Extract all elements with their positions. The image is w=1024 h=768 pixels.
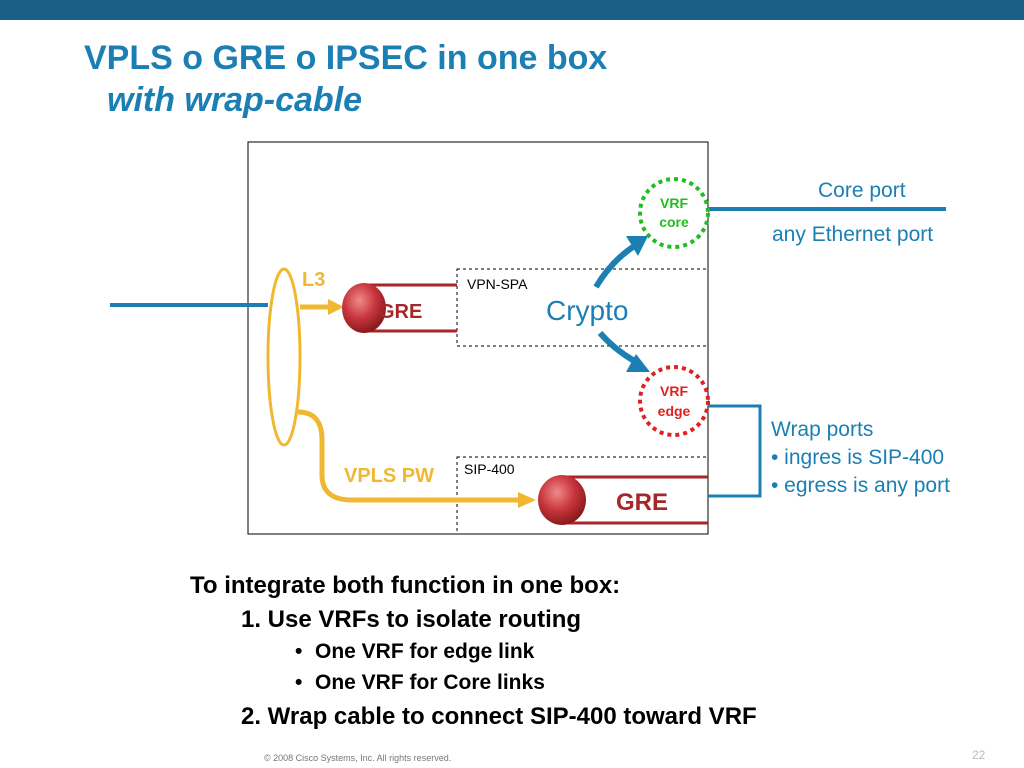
notes-bullet-1: • One VRF for edge link [295,640,534,664]
header-bar [0,0,1024,20]
any-ethernet-label: any Ethernet port [772,223,933,246]
wrap-cable [708,404,762,498]
page-number: 22 [972,748,986,762]
crypto-to-edge-arrow [597,331,638,365]
crypto-to-core-arrowhead [626,236,648,256]
gre-top-cap [342,283,386,333]
crypto-to-core-arrow [593,242,638,289]
bullet-dot: • [295,671,303,694]
vrf-edge-label-1: VRF [660,383,688,399]
notes-bullet-1-text: One VRF for edge link [315,640,535,663]
wrap-ports-title: Wrap ports [771,418,873,441]
vpls-pw-arrowhead [518,492,536,508]
crypto-label: Crypto [546,295,628,326]
notes-bullet-2-text: One VRF for Core links [315,671,545,694]
vpn-spa-module [456,268,709,347]
vpls-pw-path [297,409,520,503]
wrap-ports-item-2: • egress is any port [771,474,950,497]
notes-bullet-2: • One VRF for Core links [295,671,545,695]
vrf-core-label-2: core [659,214,689,230]
vpls-pw-label: VPLS PW [344,465,434,487]
notes-item-1: 1. Use VRFs to isolate routing [241,606,582,633]
vrf-core-label-1: VRF [660,195,688,211]
vpn-spa-label: VPN-SPA [467,276,528,292]
gre-top-label: GRE [379,301,422,323]
l3-label: L3 [302,269,325,291]
notes-item-2: 2. Wrap cable to connect SIP-400 toward … [241,703,757,730]
core-port-label: Core port [818,179,906,202]
bullet-dot: • [295,640,303,663]
vrf-edge-circle [638,365,710,437]
copyright-footer: © 2008 Cisco Systems, Inc. All rights re… [264,753,452,763]
crypto-to-edge-arrowhead [626,354,650,372]
wrap-ports-item-1: • ingres is SIP-400 [771,446,944,469]
vrf-core-circle [638,177,710,249]
traffic-split-ellipse [266,267,302,447]
gre-bottom-cap [538,475,586,525]
vrf-edge-label-2: edge [658,403,691,419]
l3-arrowhead [328,299,344,315]
slide-title: VPLS o GRE o IPSEC in one box [84,39,608,77]
gre-bottom-label: GRE [616,489,668,516]
slide-subtitle: with wrap-cable [107,81,363,119]
notes-intro: To integrate both function in one box: [190,572,621,599]
sip-400-label: SIP-400 [464,461,515,477]
